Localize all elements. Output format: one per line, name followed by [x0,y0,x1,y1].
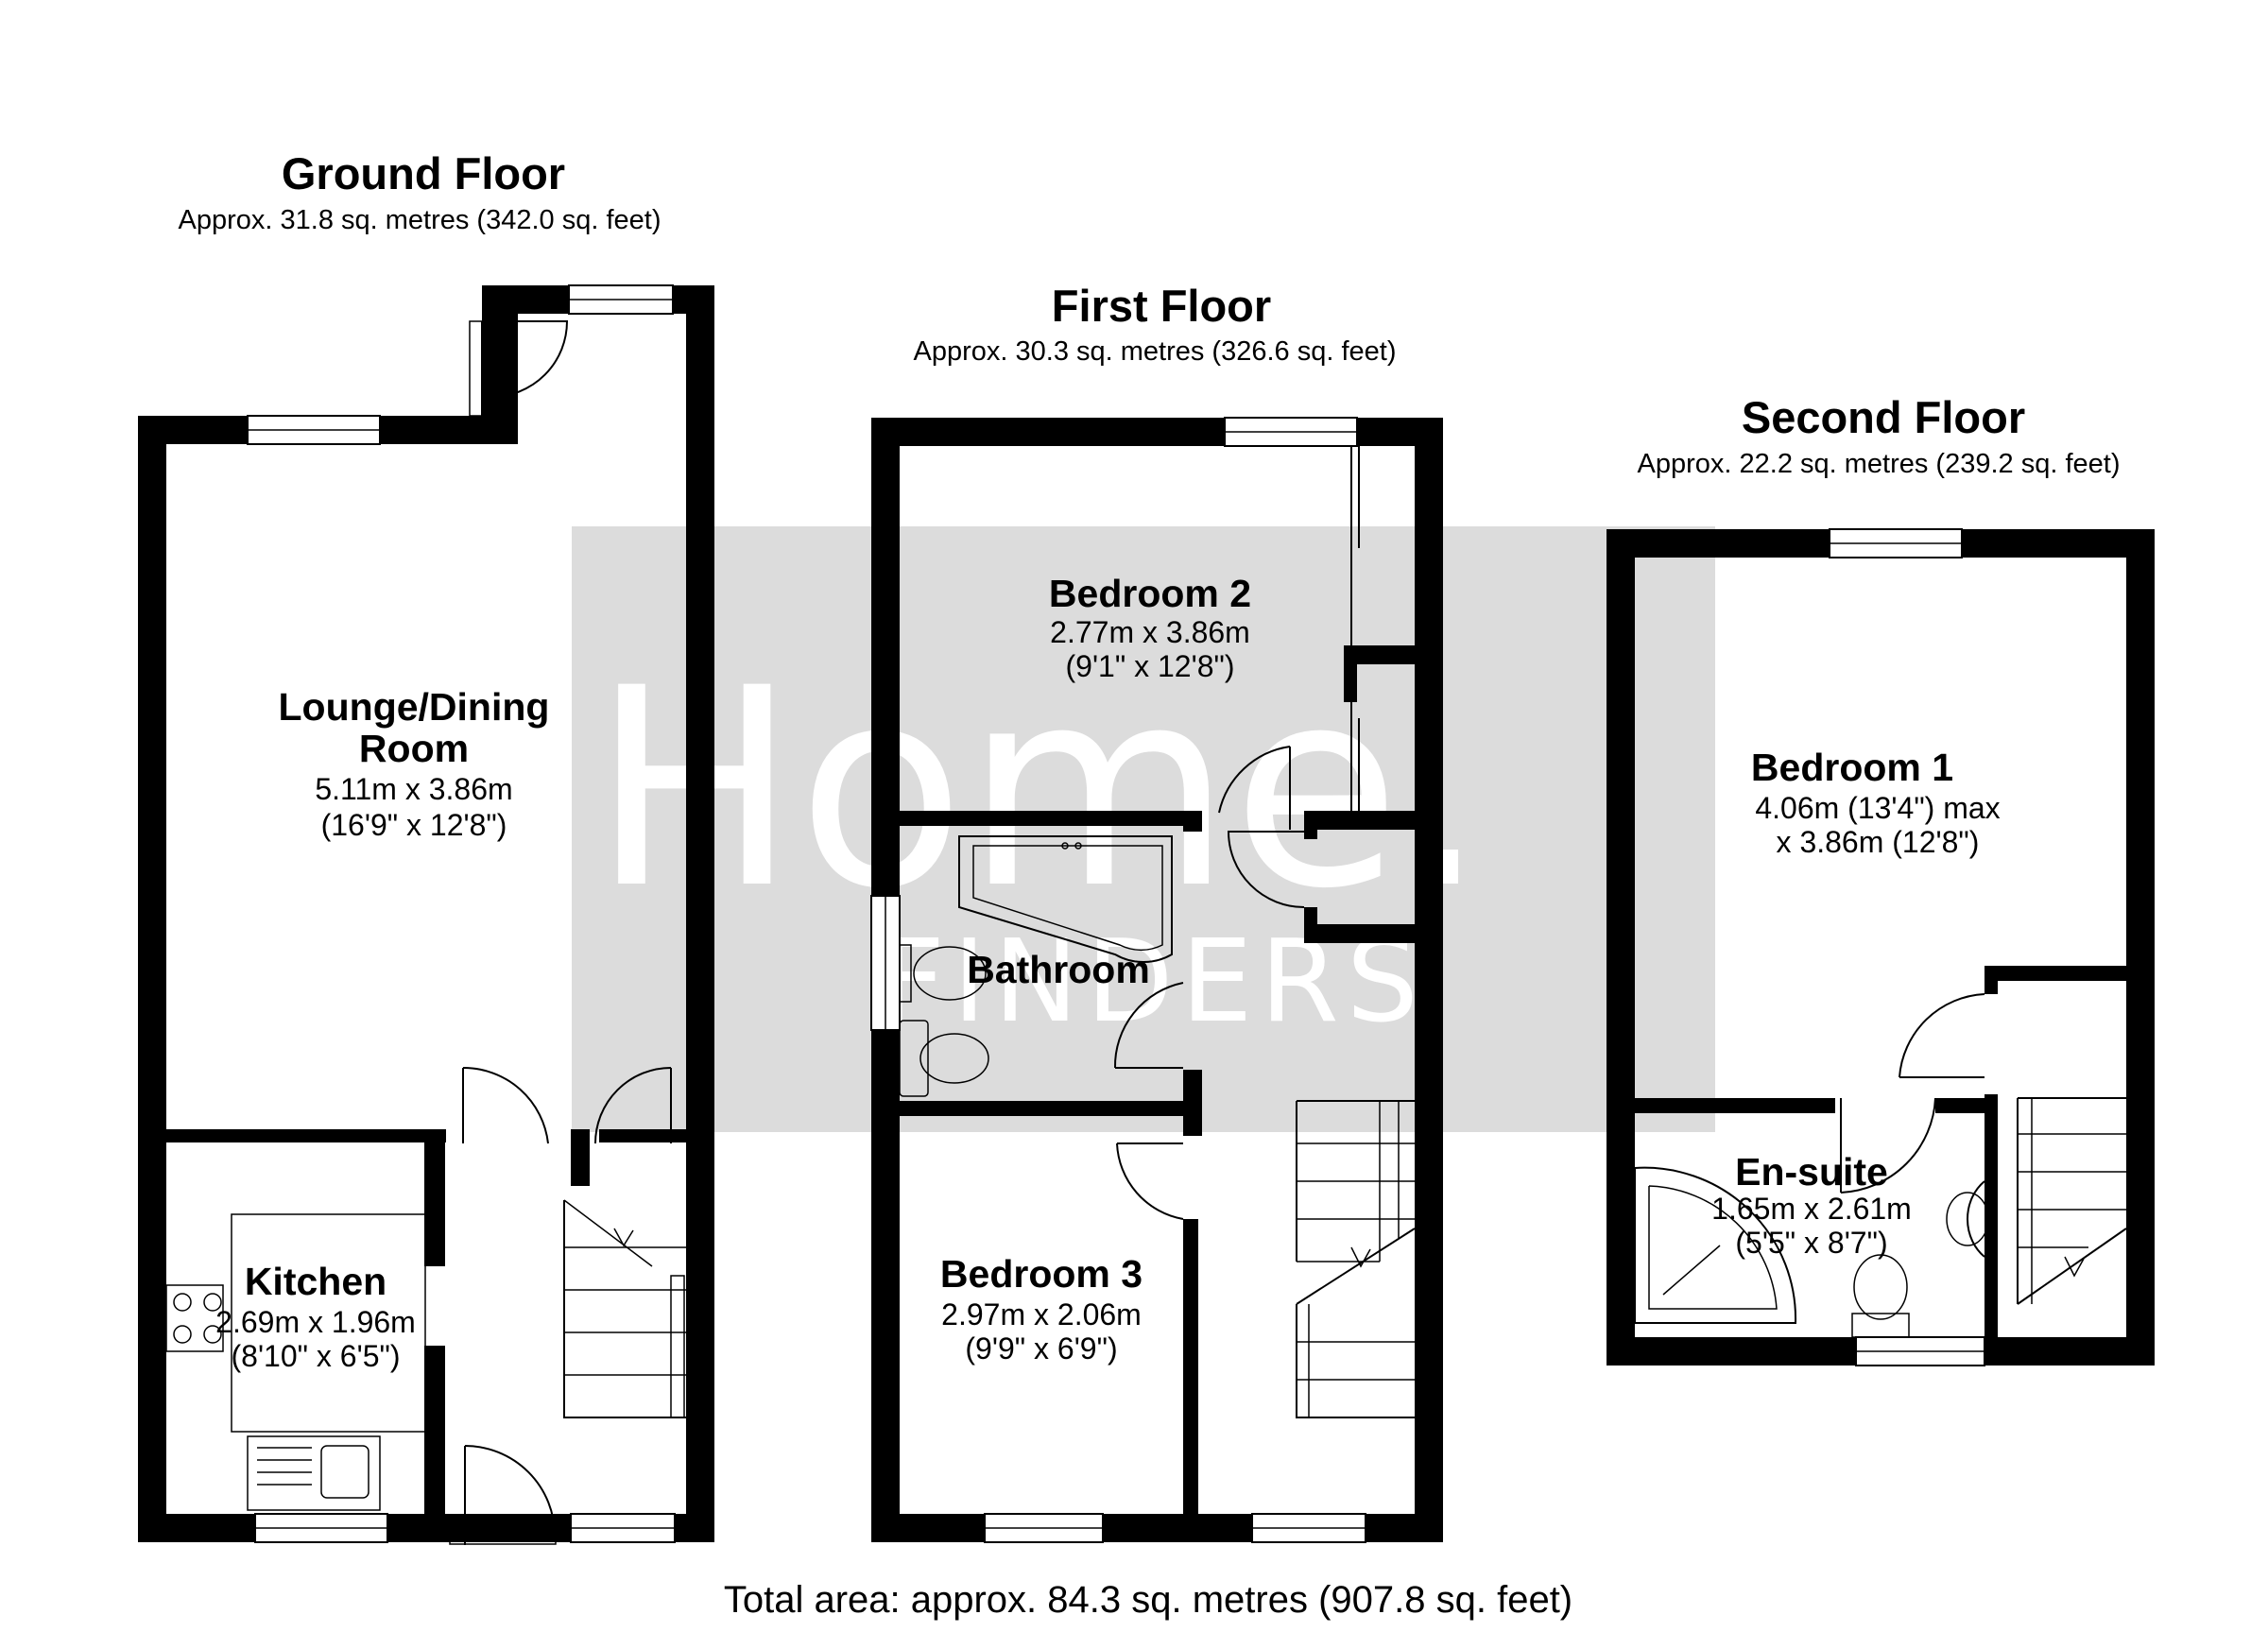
room-dim-ensuite-metric: 1.65m x 2.61m [1711,1192,1912,1226]
hob-ring [173,1293,192,1312]
total-area: Total area: approx. 84.3 sq. metres (907… [724,1579,1572,1621]
room-name-lounge-line2: Room [359,727,469,770]
room-dim-bedroom1-line2: x 3.86m (12'8") [1777,825,1980,859]
room-name-bedroom3: Bedroom 3 [940,1252,1143,1296]
room-name-lounge: Lounge/Dining [279,685,550,729]
bath [958,835,1173,964]
watermark: Home. FINDERS [572,526,1715,1132]
staircase [563,1199,686,1418]
room-dim-ensuite-imperial: (5'5" x 8'7") [1735,1226,1887,1260]
hob-ring [173,1325,192,1344]
first-floor [870,417,1443,1543]
shower [1634,1166,1797,1324]
basin [1946,1180,1989,1258]
hob-ring [203,1325,222,1344]
room-name-bedroom2: Bedroom 2 [1049,572,1251,615]
basin [899,944,987,1003]
staircase [1296,1100,1416,1418]
room-dim-bedroom3-metric: 2.97m x 2.06m [941,1297,1142,1331]
staircase [2017,1097,2127,1305]
toilet [899,1020,989,1097]
toilet [1851,1254,1910,1338]
room-dim-lounge-imperial: (16'9" x 12'8") [321,808,507,842]
room-dim-lounge-metric: 5.11m x 3.86m [315,772,512,806]
room-dim-kitchen-imperial: (8'10" x 6'5") [231,1339,400,1373]
kitchen-sink [247,1435,381,1511]
floor-area-second: Approx. 22.2 sq. metres (239.2 sq. feet) [1638,449,2121,479]
floor-title-second: Second Floor [1742,392,2025,442]
second-floor [1606,528,2155,1366]
hob-ring [203,1293,222,1312]
ground-floor [138,284,714,1545]
room-name-ensuite: En-suite [1735,1150,1888,1194]
room-dim-bedroom2-imperial: (9'1" x 12'8") [1065,649,1234,683]
room-dim-kitchen-metric: 2.69m x 1.96m [215,1305,416,1339]
floor-title-first: First Floor [1052,281,1271,331]
room-dim-bedroom3-imperial: (9'9" x 6'9") [965,1331,1117,1366]
room-dim-bedroom1-line1: 4.06m (13'4") max [1755,791,2000,825]
kitchen-counter [231,1213,426,1433]
room-name-bathroom: Bathroom [967,948,1150,991]
floor-area-first: Approx. 30.3 sq. metres (326.6 sq. feet) [914,336,1397,367]
floor-title-ground: Ground Floor [282,148,565,198]
room-name-bedroom1: Bedroom 1 [1751,746,1953,789]
room-name-kitchen: Kitchen [245,1260,387,1303]
hob [165,1284,224,1352]
room-dim-bedroom2-metric: 2.77m x 3.86m [1050,615,1250,649]
floor-area-ground: Approx. 31.8 sq. metres (342.0 sq. feet) [179,205,662,235]
watermark-logo-text: Home. [592,630,1488,949]
watermark-box [572,526,1715,1132]
